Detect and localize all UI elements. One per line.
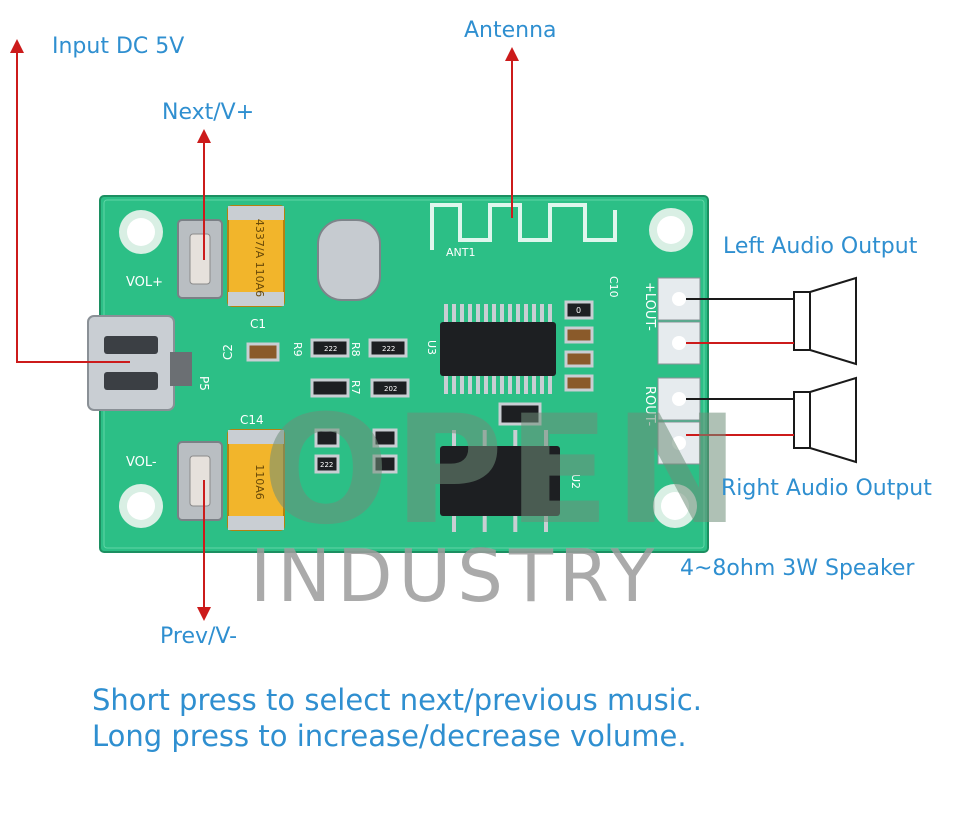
- chip-pin: [508, 304, 512, 322]
- svg-text:VOL-: VOL-: [126, 455, 157, 470]
- svg-text:U2: U2: [569, 474, 582, 489]
- chip-pin: [476, 376, 480, 394]
- chip-pin: [516, 376, 520, 394]
- right-audio-label: Right Audio Output: [721, 476, 932, 501]
- chip-pin: [540, 376, 544, 394]
- chip-pin: [452, 304, 456, 322]
- left-speaker-icon: [793, 276, 857, 366]
- micro-usb-connector: [87, 315, 192, 411]
- chip-pin: [544, 430, 548, 446]
- chip-pin: [513, 516, 518, 532]
- chip-pin: [500, 376, 504, 394]
- amp-chip-u2: [440, 430, 560, 532]
- watermark-industry: INDUSTRY: [250, 534, 661, 618]
- main-chip-u3: [440, 304, 556, 394]
- svg-text:202: 202: [384, 385, 397, 393]
- chip-pin: [444, 304, 448, 322]
- svg-text:C14: C14: [240, 413, 264, 427]
- chip-pin: [508, 376, 512, 394]
- instruction-short-press: Short press to select next/previous musi…: [92, 683, 702, 717]
- next-button-part: [177, 219, 223, 299]
- chip-pin: [476, 304, 480, 322]
- svg-text:+LOUT-: +LOUT-: [642, 282, 657, 331]
- svg-text:U3: U3: [425, 340, 438, 355]
- chip-pin: [468, 376, 472, 394]
- chip-pin: [513, 430, 518, 446]
- svg-text:R7: R7: [349, 380, 362, 395]
- chip-pin: [492, 376, 496, 394]
- chip-pin: [492, 304, 496, 322]
- chip-pin: [532, 376, 536, 394]
- svg-text:VOL+: VOL+: [126, 275, 163, 290]
- right-speaker-icon: [793, 376, 857, 464]
- svg-text:110A6: 110A6: [253, 464, 266, 500]
- antenna-label: Antenna: [464, 18, 557, 43]
- svg-text:ROUT-: ROUT-: [642, 386, 657, 427]
- silkscreen-labels: VOL+ VOL- P5 C1 C2 C14 R9 R8 R7 U3 U2 +L…: [126, 246, 657, 489]
- crystal-oscillator: [317, 219, 381, 301]
- chip-pin: [548, 304, 552, 322]
- chip-pin: [452, 430, 456, 446]
- smd-resistors: [246, 300, 594, 474]
- watermark-open: OPEN: [262, 384, 744, 558]
- antenna-trace: [430, 203, 617, 250]
- left-audio-label: Left Audio Output: [723, 234, 918, 259]
- prev-vminus-label: Prev/V-: [160, 624, 238, 649]
- chip-pin: [500, 304, 504, 322]
- chip-pin: [544, 516, 548, 532]
- chip-pin: [482, 516, 487, 532]
- next-vplus-label: Next/V+: [162, 100, 255, 125]
- chip-pin: [460, 304, 464, 322]
- svg-text:P5: P5: [197, 376, 211, 391]
- chip-pin: [540, 304, 544, 322]
- input-dc-label: Input DC 5V: [52, 34, 185, 59]
- svg-text:C2: C2: [221, 344, 235, 360]
- speaker-wires: [686, 298, 794, 436]
- chip-pin: [482, 430, 487, 446]
- chip-pin: [452, 516, 456, 532]
- svg-text:R8: R8: [349, 342, 362, 357]
- svg-text:222: 222: [324, 345, 337, 353]
- chip-pin: [524, 304, 528, 322]
- svg-text:C1: C1: [250, 317, 266, 331]
- chip-pin: [484, 304, 488, 322]
- capacitor-c14: 110A6: [227, 429, 285, 531]
- chip-pin: [468, 304, 472, 322]
- svg-text:ANT1: ANT1: [446, 246, 475, 259]
- chip-pin: [548, 376, 552, 394]
- svg-text:222: 222: [320, 461, 333, 469]
- speaker-spec-label: 4~8ohm 3W Speaker: [680, 556, 915, 581]
- svg-text:4337/A 110A6: 4337/A 110A6: [253, 219, 266, 297]
- svg-text:C10: C10: [607, 276, 620, 298]
- chip-pin: [532, 304, 536, 322]
- svg-text:R9: R9: [291, 342, 304, 357]
- pointer-arrows: [10, 39, 519, 621]
- capacitor-c1: 4337/A 110A6: [227, 205, 285, 307]
- chip-pin: [516, 304, 520, 322]
- svg-text:0: 0: [576, 306, 581, 315]
- chip-pin: [452, 376, 456, 394]
- instruction-long-press: Long press to increase/decrease volume.: [92, 719, 687, 753]
- chip-pin: [524, 376, 528, 394]
- mounting-holes: [119, 208, 697, 528]
- svg-text:222: 222: [382, 345, 395, 353]
- chip-pin: [484, 376, 488, 394]
- chip-pin: [444, 376, 448, 394]
- chip-pin: [460, 376, 464, 394]
- prev-button-part: [177, 441, 223, 521]
